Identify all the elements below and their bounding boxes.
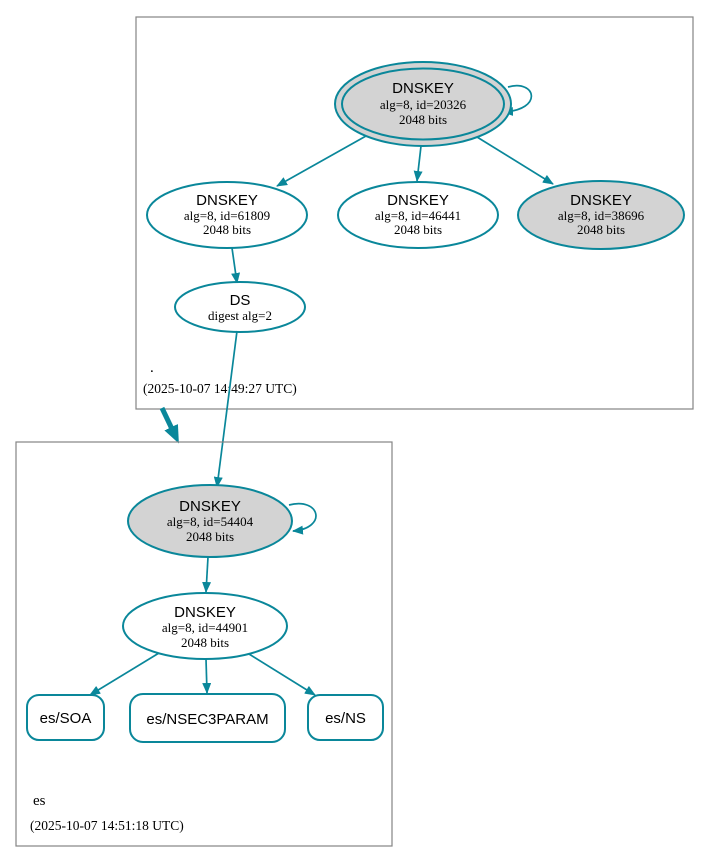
dnskey-46441-alg-id: alg=8, id=46441 <box>375 208 461 223</box>
dnskey-54404-ellipse[interactable] <box>127 484 293 558</box>
dnskey-node-44901[interactable]: DNSKEY alg=8, id=44901 2048 bits <box>122 592 288 660</box>
dnskey-46441-bits: 2048 bits <box>394 222 442 237</box>
zone-es-label: es <box>33 793 46 809</box>
dnskey-node-38696[interactable]: DNSKEY alg=8, id=38696 2048 bits <box>517 180 685 250</box>
ds-ellipse[interactable] <box>174 281 306 333</box>
dnskey-54404-title: DNSKEY <box>179 498 241 515</box>
edge-root-ksk-to-zsk46441 <box>413 145 423 182</box>
delegation-arrow-root-to-es <box>159 406 179 444</box>
edge-root-ksk-to-zsk38696 <box>476 136 554 185</box>
edge-zsk44901-to-nsec3param <box>202 658 212 694</box>
ds-title: DS <box>230 292 251 309</box>
dnskey-node-20326[interactable]: DNSKEY alg=8, id=20326 2048 bits <box>334 61 512 147</box>
dnskey-61809-bits: 2048 bits <box>203 222 251 237</box>
ds-node[interactable]: DS digest alg=2 <box>174 281 306 333</box>
zone-es-timestamp: (2025-10-07 14:51:18 UTC) <box>30 818 184 833</box>
edge-es-ksk-to-zsk44901 <box>202 556 212 593</box>
dnskey-61809-ellipse[interactable] <box>146 181 308 249</box>
dnskey-46441-ellipse[interactable] <box>337 181 499 249</box>
zone-root-box <box>135 16 694 410</box>
zone-root-timestamp: (2025-10-07 14:49:27 UTC) <box>143 381 297 396</box>
dnskey-54404-bits: 2048 bits <box>186 529 234 544</box>
rrset-node-es-nsec3param[interactable]: es/NSEC3PARAM <box>129 693 286 743</box>
dnskey-38696-alg-id: alg=8, id=38696 <box>558 208 645 223</box>
edge-root-ksk-to-zsk61809 <box>276 135 367 187</box>
dnskey-44901-bits: 2048 bits <box>181 635 229 650</box>
dnskey-20326-alg-id: alg=8, id=20326 <box>380 97 467 112</box>
dnskey-38696-ellipse[interactable] <box>517 180 685 250</box>
edge-root-ksk-selfsign <box>502 84 533 116</box>
edge-zsk61809-to-ds <box>231 247 241 284</box>
dnskey-node-61809[interactable]: DNSKEY alg=8, id=61809 2048 bits <box>146 181 308 249</box>
zone-es-cluster: DNSKEY alg=8, id=54404 2048 bits DNSKEY … <box>15 441 393 847</box>
dnskey-20326-inner-ellipse <box>341 67 505 141</box>
dnskey-20326-outer-ellipse[interactable] <box>334 61 512 147</box>
dnskey-38696-title: DNSKEY <box>570 192 632 209</box>
rrset-node-es-soa[interactable]: es/SOA <box>26 694 105 741</box>
dnskey-44901-ellipse[interactable] <box>122 592 288 660</box>
dnskey-20326-bits: 2048 bits <box>399 112 447 127</box>
zone-es-box <box>15 441 393 847</box>
dnskey-node-54404[interactable]: DNSKEY alg=8, id=54404 2048 bits <box>127 484 293 558</box>
zone-root-label: . <box>150 360 154 376</box>
zone-root-cluster: DNSKEY alg=8, id=20326 2048 bits DNSKEY … <box>135 16 694 410</box>
rrset-es-soa-label: es/SOA <box>40 710 92 727</box>
edge-zsk44901-to-ns <box>248 653 316 696</box>
edge-ds-to-es-ksk <box>213 330 238 488</box>
dnskey-46441-title: DNSKEY <box>387 192 449 209</box>
dnskey-61809-title: DNSKEY <box>196 192 258 209</box>
edge-zsk44901-to-soa <box>89 652 160 696</box>
ds-digest-alg: digest alg=2 <box>208 308 272 323</box>
rrset-node-es-ns[interactable]: es/NS <box>307 694 384 741</box>
dnskey-node-46441[interactable]: DNSKEY alg=8, id=46441 2048 bits <box>337 181 499 249</box>
dnskey-61809-alg-id: alg=8, id=61809 <box>184 208 270 223</box>
dnskey-20326-title: DNSKEY <box>392 80 454 97</box>
edge-es-ksk-selfsign <box>288 502 317 535</box>
rrset-es-ns-label: es/NS <box>325 710 366 727</box>
rrset-es-soa-rect[interactable] <box>26 694 105 741</box>
dnskey-44901-alg-id: alg=8, id=44901 <box>162 620 248 635</box>
rrset-es-ns-rect[interactable] <box>307 694 384 741</box>
dnskey-54404-alg-id: alg=8, id=54404 <box>167 514 254 529</box>
dnskey-44901-title: DNSKEY <box>174 604 236 621</box>
dnskey-38696-bits: 2048 bits <box>577 222 625 237</box>
rrset-es-nsec3param-label: es/NSEC3PARAM <box>146 711 268 728</box>
rrset-es-nsec3param-rect[interactable] <box>129 693 286 743</box>
